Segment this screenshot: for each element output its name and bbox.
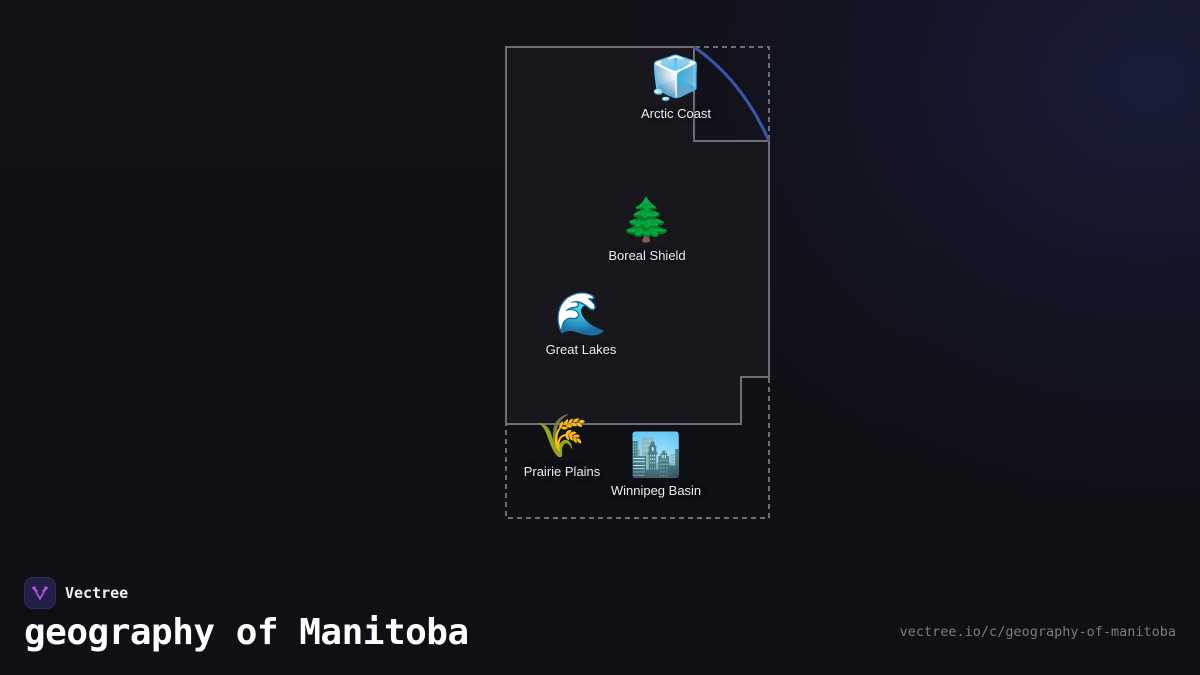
- region-winnipeg-basin[interactable]: 🏙️ Winnipeg Basin: [610, 430, 702, 499]
- region-arctic-coast[interactable]: 🧊 Arctic Coast: [640, 53, 712, 122]
- page-title: geography of Manitoba: [24, 612, 469, 653]
- region-prairie-plains[interactable]: 🌾 Prairie Plains: [523, 411, 601, 480]
- region-label: Winnipeg Basin: [610, 483, 702, 498]
- cityscape-icon: 🏙️: [629, 430, 683, 479]
- page-url[interactable]: vectree.io/c/geography-of-manitoba: [899, 624, 1176, 640]
- sheaf-of-rice-icon: 🌾: [535, 411, 589, 460]
- water-wave-icon: 🌊: [554, 289, 608, 338]
- region-label: Prairie Plains: [523, 464, 601, 479]
- brand-name: Vectree: [65, 584, 129, 602]
- region-boreal-shield[interactable]: 🌲 Boreal Shield: [608, 195, 686, 264]
- brand[interactable]: Vectree: [24, 577, 128, 609]
- region-great-lakes[interactable]: 🌊 Great Lakes: [545, 289, 617, 358]
- ice-cube-icon: 🧊: [649, 53, 703, 102]
- hudson-bay-coastline: [693, 45, 771, 142]
- region-label: Arctic Coast: [640, 106, 712, 121]
- province-outline[interactable]: [505, 46, 770, 425]
- region-label: Boreal Shield: [608, 248, 686, 263]
- vectree-branch-icon: [32, 586, 48, 600]
- evergreen-tree-icon: 🌲: [620, 195, 674, 244]
- region-label: Great Lakes: [545, 342, 617, 357]
- vectree-logo: [24, 577, 56, 609]
